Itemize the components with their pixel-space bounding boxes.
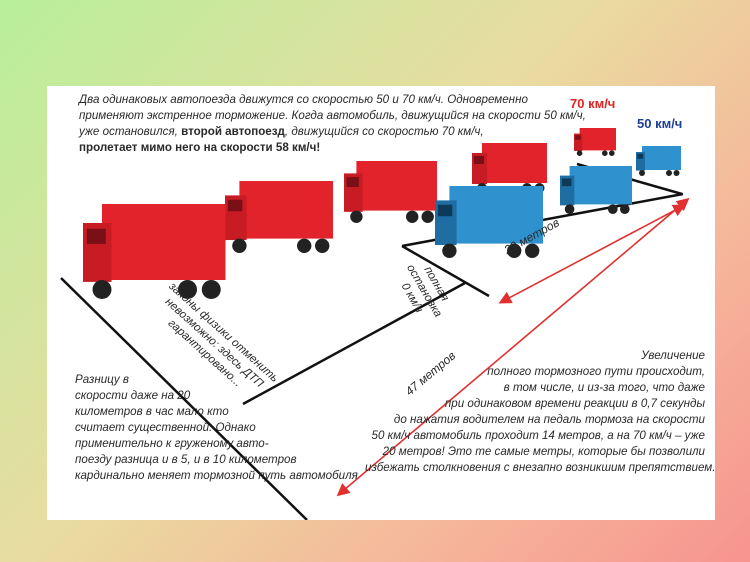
road-edge-left	[60, 277, 308, 520]
intro-line-1: Два одинаковых автопоезда движутся со ск…	[79, 93, 528, 106]
blue-truck-2	[560, 166, 632, 214]
right-note-line: в том числе, и из-за того, что даже	[503, 381, 705, 394]
road-scene	[60, 128, 690, 520]
left-note: Разницу в скорости даже на 20 километров…	[75, 372, 358, 484]
right-note-line: полного тормозного пути происходит,	[487, 365, 705, 378]
left-note-line: Разницу в	[75, 373, 129, 386]
speed-50-label: 50 км/ч	[637, 116, 683, 131]
red-truck-1	[83, 204, 226, 299]
red-truck-5	[574, 128, 616, 156]
left-note-line: применительно к груженому авто-	[75, 437, 269, 450]
infographic-panel: Два одинаковых автопоезда движутся со ск…	[47, 86, 715, 520]
red-truck-2	[225, 181, 333, 253]
right-note-line: 50 км/ч автомобиль проходит 14 метров, а…	[371, 429, 705, 442]
right-note-line: 20 метров! Это те самые метры, которые б…	[382, 445, 705, 458]
right-note: Увеличение полного тормозного пути проис…	[365, 348, 715, 476]
blue-truck-1	[435, 186, 543, 258]
right-note-line: Увеличение	[641, 349, 705, 362]
intro-line-3-bold: второй автопоезд	[181, 125, 285, 138]
speed-70-label: 70 км/ч	[570, 96, 616, 111]
right-note-line: до нажатия водителем на педаль тормоза н…	[393, 413, 705, 426]
left-note-line: кардинально меняет тормозной путь автомо…	[75, 469, 358, 482]
intro-line-3a: уже остановился,	[79, 125, 182, 138]
distance-arrow-47	[336, 197, 690, 497]
intro-text: Два одинаковых автопоезда движутся со ск…	[79, 92, 586, 156]
intro-line-3c: , движущийся со скоростью 70 км/ч,	[284, 125, 484, 138]
blue-truck-3	[636, 146, 681, 176]
intro-line-3: уже остановился, второй автопоезд, движу…	[79, 124, 549, 140]
right-note-line: избежать столкновения с внезапно возникш…	[365, 461, 715, 474]
left-note-line: километров в час мало кто	[75, 405, 229, 418]
intro-line-2: применяют экстренное торможение. Когда а…	[79, 109, 586, 122]
intro-line-4: пролетает мимо него на скорости 58 км/ч!	[79, 140, 549, 156]
left-note-line: считает существенной. Однако	[75, 421, 256, 434]
left-note-line: поезду разница и в 5, и в 10 километров	[75, 453, 297, 466]
right-note-line: при одинаковом времени реакции в 0,7 сек…	[444, 397, 705, 410]
intro-line-4-bold: пролетает мимо него на скорости 58 км/ч!	[79, 141, 321, 154]
red-truck-3	[344, 161, 437, 223]
left-note-line: скорости даже на 20	[75, 389, 191, 402]
